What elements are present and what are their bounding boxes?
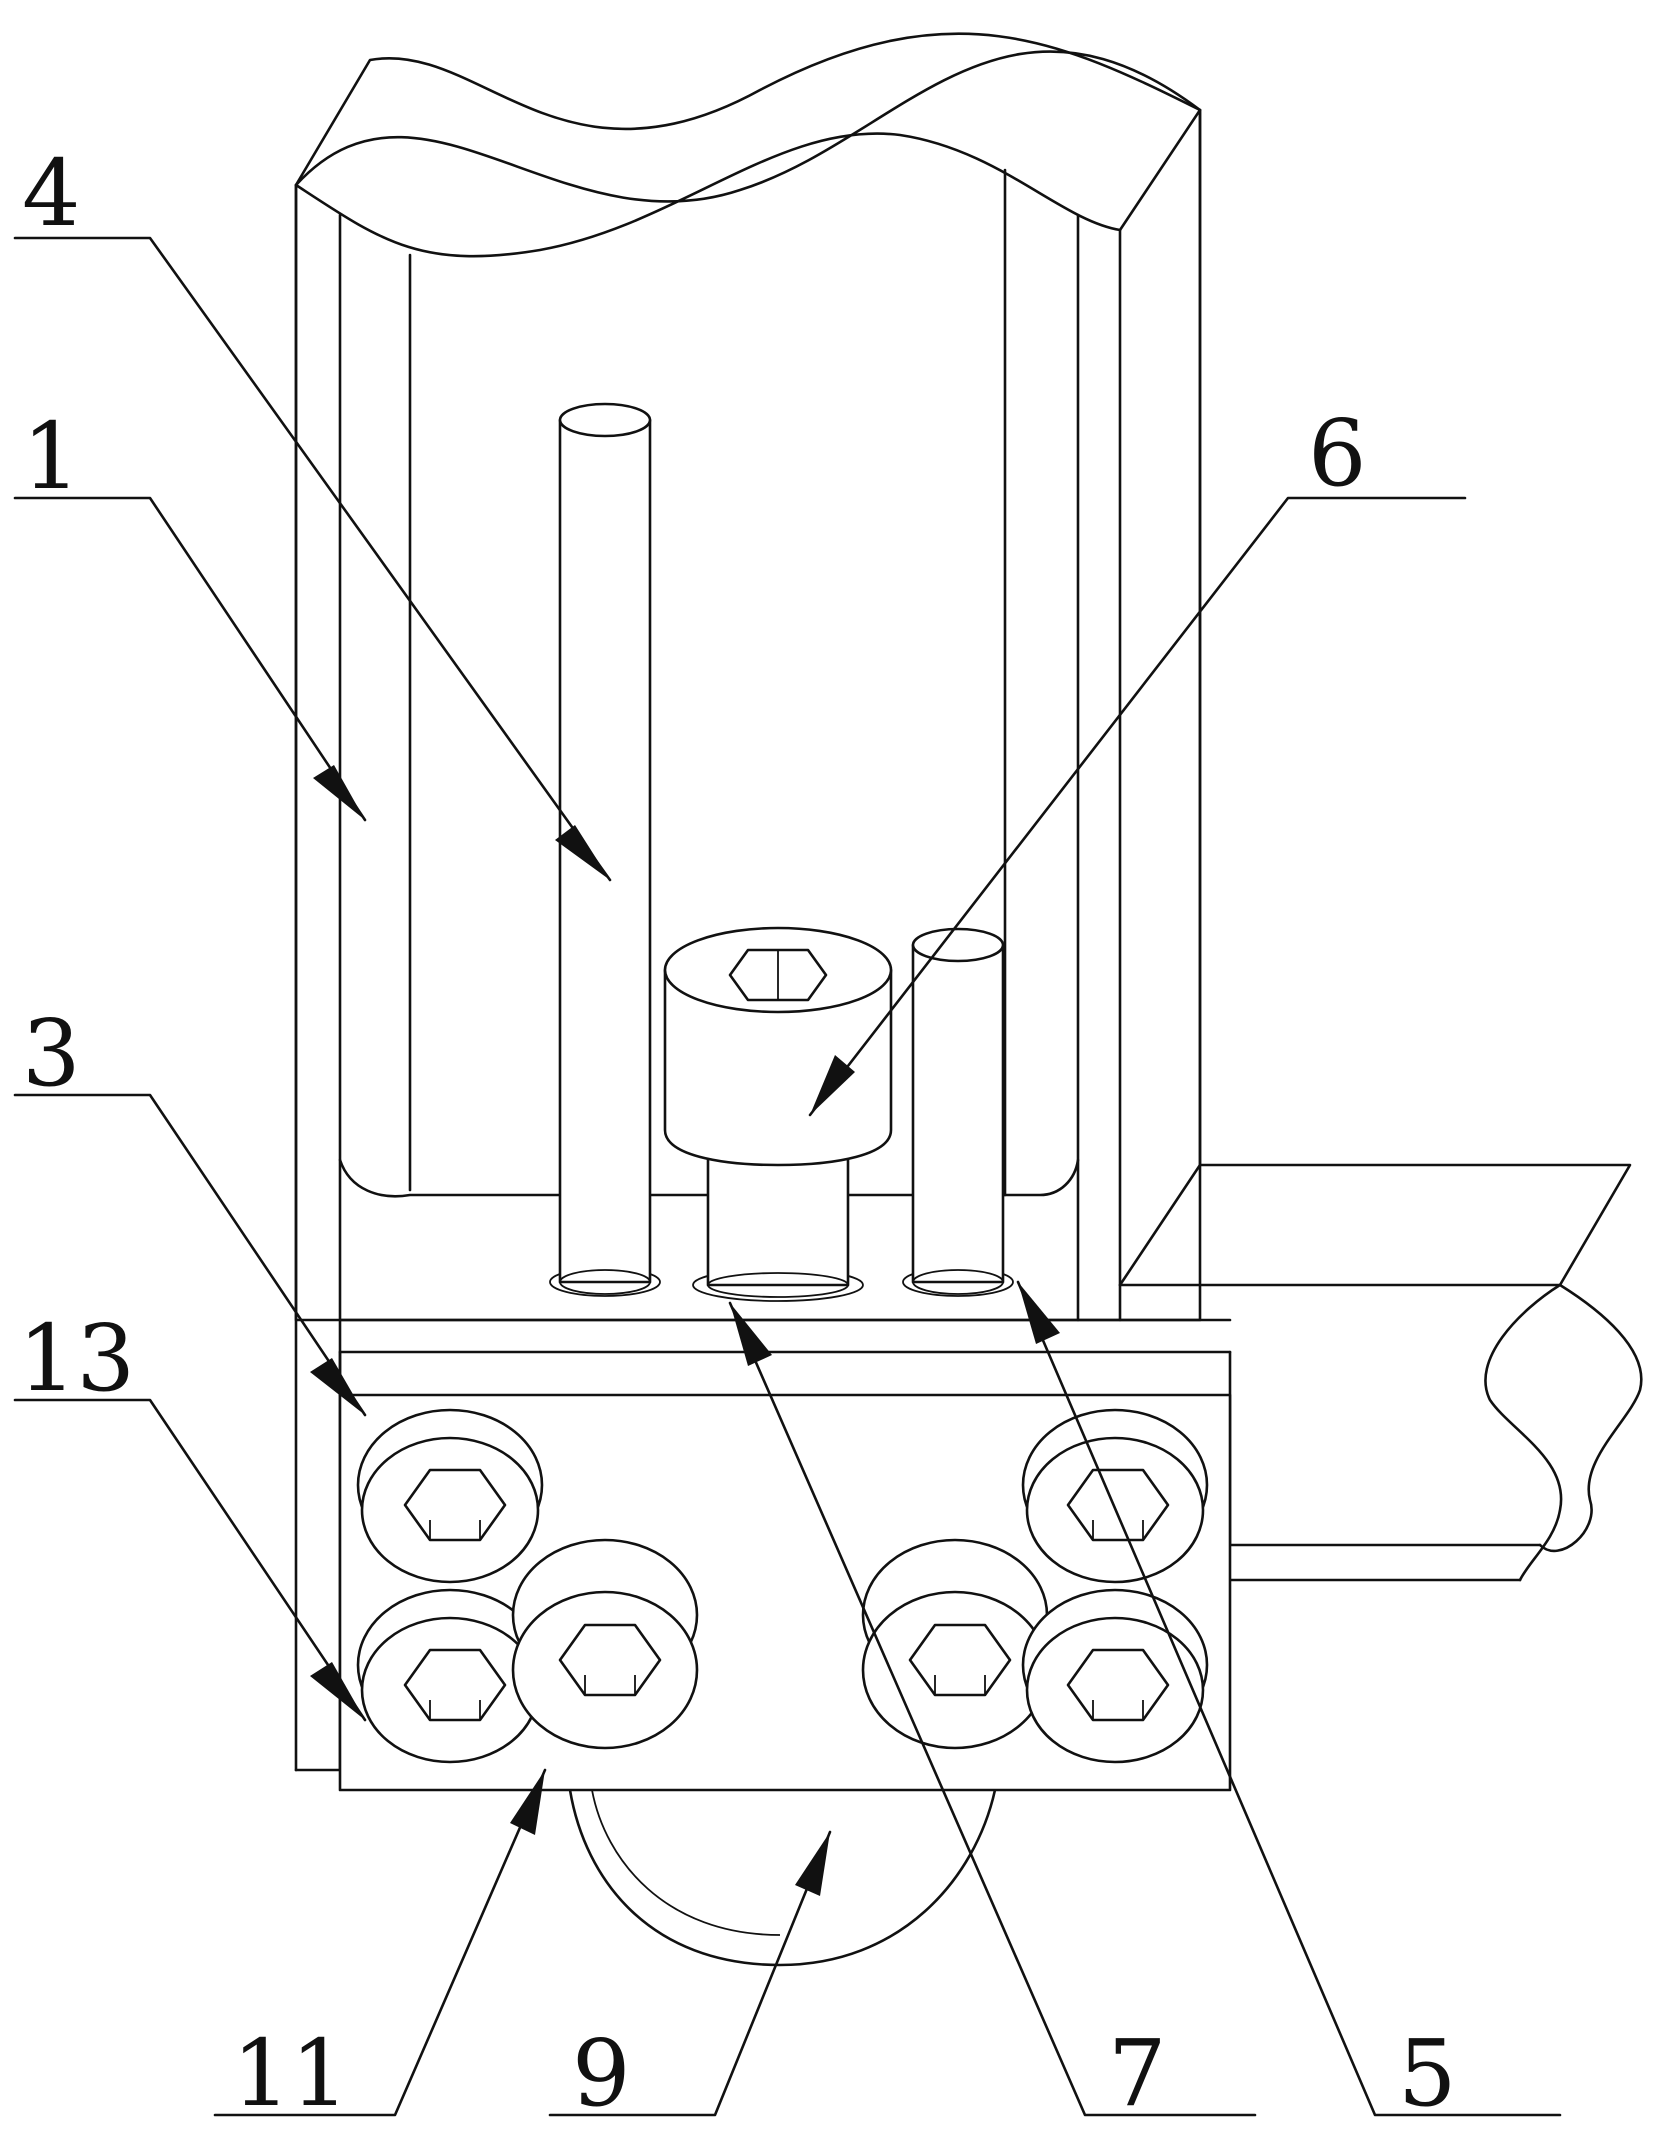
leader-lines <box>13 236 1562 2117</box>
label-9: 9 <box>572 2020 631 2127</box>
hex-bolt-bottom-right-inner <box>861 1538 1049 1750</box>
label-1: 1 <box>22 403 81 510</box>
label-11: 11 <box>232 2020 349 2127</box>
horizontal-beam <box>1118 1163 1643 1582</box>
hex-bolt-bottom-left-inner <box>511 1538 699 1750</box>
short-guide-pin <box>902 927 1014 1297</box>
hex-bolt-top-left <box>356 1408 544 1584</box>
hex-bolts <box>356 1408 1209 1764</box>
label-4: 4 <box>22 140 81 247</box>
tall-guide-pin <box>549 402 661 1297</box>
label-13: 13 <box>18 1305 135 1412</box>
label-5: 5 <box>1398 2020 1457 2127</box>
hex-bolt-bottom-right-outer <box>1021 1588 1209 1764</box>
label-6: 6 <box>1308 400 1367 507</box>
label-7: 7 <box>1108 2020 1167 2127</box>
hex-bolt-bottom-left-outer <box>356 1588 544 1764</box>
reference-numerals: 4 1 6 3 13 11 9 7 5 <box>18 140 1457 2127</box>
label-3: 3 <box>22 1000 81 1107</box>
socket-head-bolt <box>663 926 893 1302</box>
hex-bolt-top-right <box>1021 1408 1209 1584</box>
